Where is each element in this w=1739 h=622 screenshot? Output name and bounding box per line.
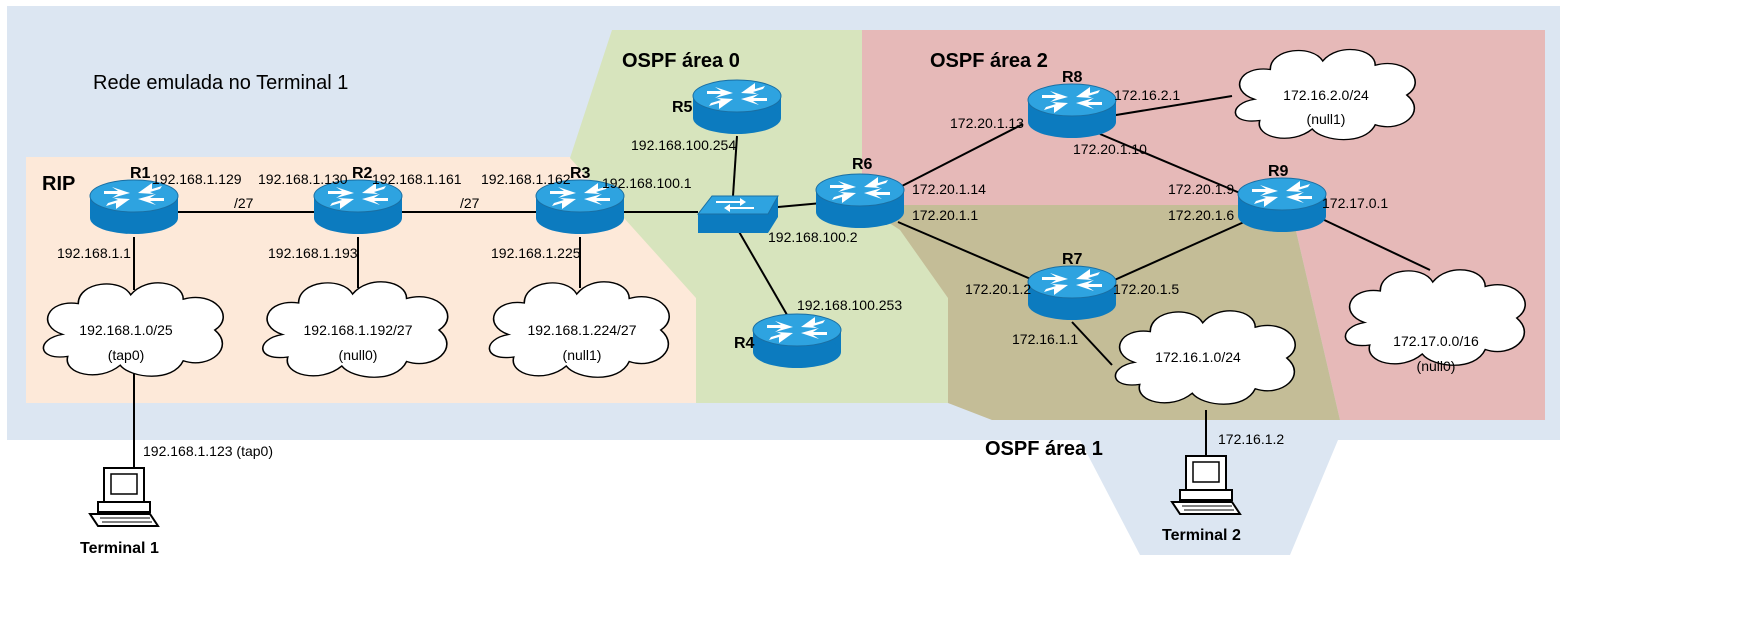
mask-r2-r3: /27 xyxy=(460,195,480,211)
link-switch-r5 xyxy=(732,135,738,197)
rip-region-label: RIP xyxy=(42,173,75,195)
link-r7-cloud4 xyxy=(1071,321,1113,366)
cloud-172-16-1-0-24: 172.16.1.0/24 xyxy=(1114,310,1296,405)
ospf-area0-label: OSPF área 0 xyxy=(622,50,740,72)
cloud-192-168-1-224-27: 192.168.1.224/27 (null1) xyxy=(488,281,670,379)
addr-r5: 192.168.100.254 xyxy=(631,137,736,153)
addr-r6-west: 192.168.100.2 xyxy=(768,229,858,245)
addr-r7-south: 172.16.1.1 xyxy=(1012,331,1078,347)
addr-r9-southwest: 172.20.1.6 xyxy=(1168,207,1234,223)
switch-icon xyxy=(696,195,779,233)
cloud-192-168-1-0-25: 192.168.1.0/25 (tap0) xyxy=(42,282,224,377)
cloud-172-16-2-0-24: 172.16.2.0/24 (null1) xyxy=(1234,48,1416,141)
router-r5-label: R5 xyxy=(672,99,693,116)
addr-r8-southeast: 172.20.1.10 xyxy=(1073,141,1147,157)
router-r1-label: R1 xyxy=(130,165,151,182)
router-r2-label: R2 xyxy=(352,165,373,182)
links xyxy=(133,95,1431,468)
addr-r1-south: 192.168.1.1 xyxy=(57,245,131,261)
cloud-net-label: 192.168.1.224/27 xyxy=(528,322,637,338)
router-r9[interactable] xyxy=(1237,177,1327,233)
router-r6[interactable] xyxy=(815,173,905,229)
terminal-1-computer-icon[interactable] xyxy=(89,467,159,527)
router-r4-label: R4 xyxy=(734,335,755,352)
addr-terminal-1: 192.168.1.123 (tap0) xyxy=(143,443,273,459)
addr-r6-southeast: 172.20.1.1 xyxy=(912,207,978,223)
cloud-192-168-1-192-27: 192.168.1.192/27 (null0) xyxy=(261,280,449,379)
router-r7[interactable] xyxy=(1027,265,1117,321)
terminal-1-label: Terminal 1 xyxy=(80,540,159,557)
cloud-net-label: 172.16.2.0/24 xyxy=(1283,87,1369,103)
router-r6-label: R6 xyxy=(852,156,873,173)
terminal-2-label: Terminal 2 xyxy=(1162,527,1241,544)
addr-r4: 192.168.100.253 xyxy=(797,297,902,313)
link-r9-cloud6 xyxy=(1319,217,1431,271)
link-r8-cloud5 xyxy=(1109,95,1233,117)
link-r6-r8 xyxy=(897,123,1024,189)
mask-r1-r2: /27 xyxy=(234,195,254,211)
addr-r3-south: 192.168.1.225 xyxy=(491,245,581,261)
cloud-net-label: 192.168.1.0/25 xyxy=(79,322,173,338)
router-r5[interactable] xyxy=(692,79,782,135)
cloud-iface-label: (null0) xyxy=(1417,358,1456,374)
diagram-title: Rede emulada no Terminal 1 xyxy=(93,72,348,94)
addr-r2-west: 192.168.1.130 xyxy=(258,171,348,187)
router-r3-label: R3 xyxy=(570,165,591,182)
addr-r2-south: 192.168.1.193 xyxy=(268,245,358,261)
addr-r7-west: 172.20.1.2 xyxy=(965,281,1031,297)
addr-r8-east: 172.16.2.1 xyxy=(1114,87,1180,103)
link-r6-r7 xyxy=(897,221,1034,281)
router-r4[interactable] xyxy=(752,313,842,369)
addr-r6-northeast: 172.20.1.14 xyxy=(912,181,986,197)
router-r1[interactable] xyxy=(89,179,179,235)
addr-r1-east: 192.168.1.129 xyxy=(152,171,242,187)
cloud-iface-label: (null0) xyxy=(339,347,378,363)
addr-r3-east: 192.168.100.1 xyxy=(602,175,692,191)
router-r7-label: R7 xyxy=(1062,251,1083,268)
addr-r3-west: 192.168.1.162 xyxy=(481,171,571,187)
router-r8[interactable] xyxy=(1027,83,1117,139)
cloud-iface-label: (null1) xyxy=(563,347,602,363)
ospf-area1-label: OSPF área 1 xyxy=(985,438,1103,460)
addr-r9-northwest: 172.20.1.9 xyxy=(1168,181,1234,197)
addr-r7-east: 172.20.1.5 xyxy=(1113,281,1179,297)
addr-terminal-2: 172.16.1.2 xyxy=(1218,431,1284,447)
router-r2[interactable] xyxy=(313,179,403,235)
ospf-area2-label: OSPF área 2 xyxy=(930,50,1048,72)
cloud-iface-label: (tap0) xyxy=(108,347,145,363)
link-r8-r9 xyxy=(1099,133,1248,197)
addr-r2-east: 192.168.1.161 xyxy=(372,171,462,187)
router-r8-label: R8 xyxy=(1062,69,1083,86)
addr-r8-southwest: 172.20.1.13 xyxy=(950,115,1024,131)
link-switch-r6 xyxy=(777,202,823,208)
cloud-172-17-0-0-16: 172.17.0.0/16 (null0) xyxy=(1344,269,1526,374)
addr-r9-east: 172.17.0.1 xyxy=(1322,195,1388,211)
cloud-net-label: 172.17.0.0/16 xyxy=(1393,333,1479,349)
cloud-net-label: 172.16.1.0/24 xyxy=(1155,349,1241,365)
router-r9-label: R9 xyxy=(1268,163,1289,180)
cloud-iface-label: (null1) xyxy=(1307,111,1346,127)
link-r7-r9 xyxy=(1109,221,1245,283)
cloud-net-label: 192.168.1.192/27 xyxy=(304,322,413,338)
link-switch-r4 xyxy=(737,229,791,321)
